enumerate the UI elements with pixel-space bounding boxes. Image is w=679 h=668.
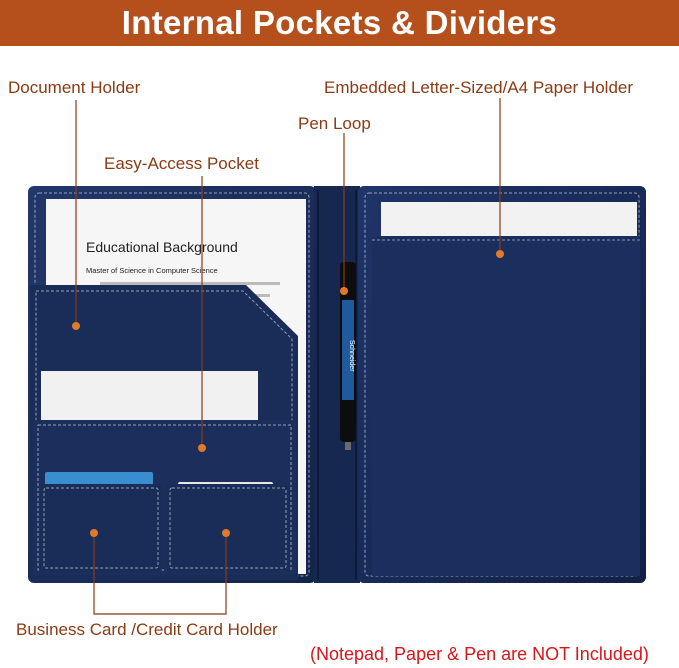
document-line: Master of Science in Computer Science [86,266,218,275]
card-slot-stitching [169,487,287,569]
pocket-note-paper [41,371,258,423]
card-holder-callout-line [93,533,227,615]
card-holder-callout-dot-right [222,529,230,537]
card-slot-right [166,484,290,572]
not-included-note: (Notepad, Paper & Pen are NOT Included) [310,644,649,664]
card-slot-stitching [43,487,159,569]
easy-access-callout-dot [198,444,206,452]
document-heading: Educational Background [86,239,238,255]
pen-label [342,300,354,400]
card-slot-left [40,484,162,572]
paper-holder-sleeve [372,236,640,576]
title-banner: Internal Pockets & Dividers [0,0,679,46]
pen-loop-callout-dot [340,287,348,295]
paper-holder-callout-dot [496,250,504,258]
document-pocket-stitching [35,290,293,575]
document-text-line [100,282,280,285]
card-holder-callout-dot-left [90,529,98,537]
easy-access-pocket-label: Easy-Access Pocket [104,154,259,173]
paper-holder-label: Embedded Letter-Sized/A4 Paper Holder [324,78,634,97]
easy-access-pocket-stitching [37,424,292,571]
banner-title: Internal Pockets & Dividers [121,4,558,41]
paper-holder-sheet [381,202,637,236]
pen-brand: Schneider [348,340,355,372]
pen-loop-label: Pen Loop [298,114,371,133]
document-holder-callout-dot [72,322,80,330]
card-holder-label: Business Card /Credit Card Holder [16,620,278,639]
document-holder-label: Document Holder [8,78,141,97]
pen-tip [345,442,351,450]
